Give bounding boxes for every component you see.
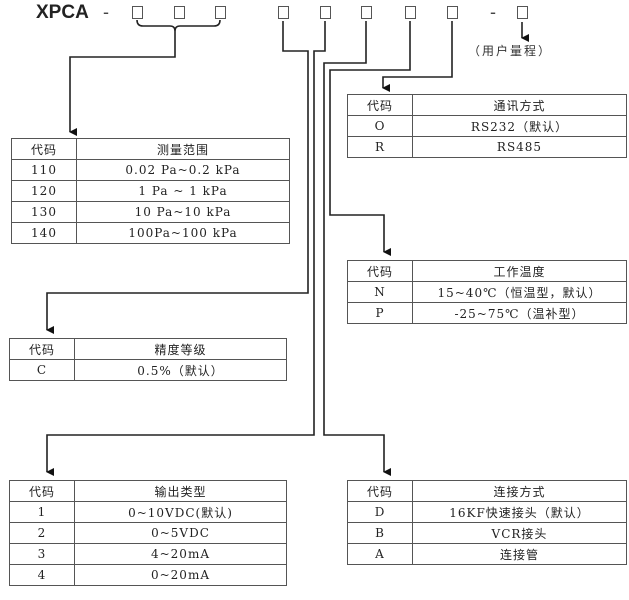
header-code: 代码 [11, 138, 77, 160]
line-output [46, 21, 326, 476]
value-cell: 0.5%（默认） [74, 359, 287, 381]
value-cell: 0~10VDC(默认) [74, 501, 287, 523]
code-cell: 2 [9, 522, 75, 544]
code-cell: N [347, 281, 413, 303]
code-cell: 4 [9, 564, 75, 586]
value-cell: VCR接头 [412, 522, 627, 544]
code-slot-output [320, 6, 331, 19]
header-code: 代码 [9, 480, 75, 502]
value-cell: 10 Pa~10 kPa [76, 201, 290, 223]
code-slot-range-3 [215, 6, 226, 19]
line-accuracy [46, 21, 309, 334]
code-slot-range-2 [174, 6, 185, 19]
separator-dash: - [490, 2, 496, 22]
line-temperature [329, 21, 411, 256]
header-output: 输出类型 [74, 480, 287, 502]
code-cell: 140 [11, 222, 77, 244]
header-code: 代码 [9, 338, 75, 360]
code-slot-connection [361, 6, 372, 19]
code-cell: R [347, 136, 413, 158]
line-range [69, 31, 176, 136]
code-cell: O [347, 115, 413, 137]
line-communication [382, 21, 453, 92]
code-slot-communication [447, 6, 458, 19]
code-cell: 120 [11, 180, 77, 202]
code-cell: 1 [9, 501, 75, 523]
value-cell: 16KF快速接头（默认） [412, 501, 627, 523]
value-cell: 0~5VDC [74, 522, 287, 544]
value-cell: 15~40℃（恒温型，默认） [412, 281, 627, 303]
value-cell: 连接管 [412, 543, 627, 565]
header-connection: 连接方式 [412, 480, 627, 502]
header-code: 代码 [347, 94, 413, 116]
header-accuracy: 精度等级 [74, 338, 287, 360]
code-slot-temperature [405, 6, 416, 19]
value-cell: 1 Pa ~ 1 kPa [76, 180, 290, 202]
code-cell: 130 [11, 201, 77, 223]
code-cell: B [347, 522, 413, 544]
code-cell: A [347, 543, 413, 565]
user-range-note: （用户量程） [468, 44, 553, 58]
header-communication: 通讯方式 [412, 94, 627, 116]
value-cell: 0~20mA [74, 564, 287, 586]
value-cell: -25~75℃（温补型） [412, 302, 627, 324]
value-cell: 100Pa~100 kPa [76, 222, 290, 244]
value-cell: RS232（默认） [412, 115, 627, 137]
code-slot-accuracy [278, 6, 289, 19]
code-slot-user-range [517, 6, 528, 19]
brace [136, 19, 221, 32]
code-cell: C [9, 359, 75, 381]
code-cell: D [347, 501, 413, 523]
code-slot-range-1 [132, 6, 143, 19]
value-cell: RS485 [412, 136, 627, 158]
code-cell: P [347, 302, 413, 324]
header-code: 代码 [347, 260, 413, 282]
value-cell: 4~20mA [74, 543, 287, 565]
value-cell: 0.02 Pa~0.2 kPa [76, 159, 290, 181]
line-connection [323, 21, 391, 476]
header-temperature: 工作温度 [412, 260, 627, 282]
separator-dash: - [103, 2, 109, 22]
header-code: 代码 [347, 480, 413, 502]
model-prefix: XPCA [36, 2, 89, 23]
header-range: 测量范围 [76, 138, 290, 160]
code-cell: 110 [11, 159, 77, 181]
code-cell: 3 [9, 543, 75, 565]
